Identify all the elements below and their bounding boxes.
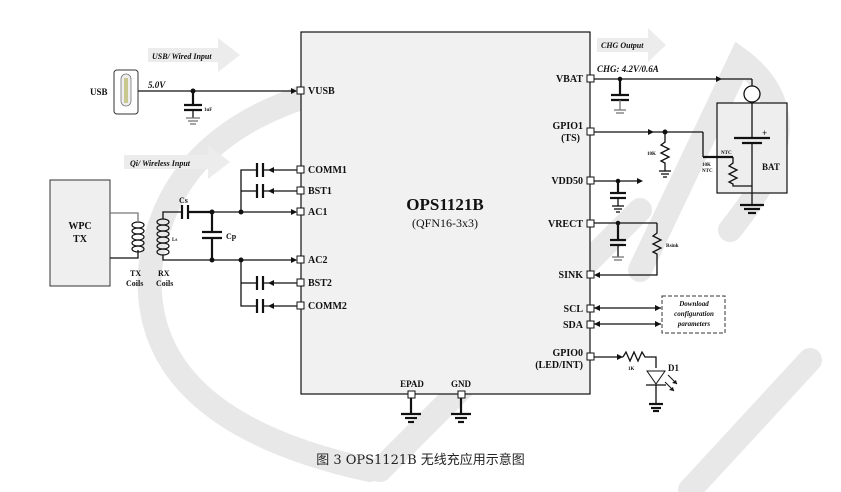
ntc-resistor-icon (727, 157, 752, 187)
pin-sda: SDA (563, 320, 584, 331)
wireless-input-label: Qi/ Wireless Input (130, 159, 191, 168)
led-label: D1 (668, 363, 679, 373)
tx-label: TX (73, 234, 88, 245)
ntc-value-label-2: NTC (702, 169, 713, 174)
ls-label: Ls (172, 238, 177, 243)
ntc-label: NTC (721, 151, 732, 156)
pin-comm2: COMM2 (308, 301, 347, 312)
usb-input-label: USB/ Wired Input (152, 52, 212, 61)
wpc-tx-block (49, 179, 111, 287)
usb-connector-label: USB (90, 87, 108, 97)
led-diode-icon (646, 370, 678, 404)
rx-coil-icon (156, 218, 170, 256)
rx-coils-label: RX (158, 269, 170, 278)
pin-sink: SINK (559, 270, 584, 281)
pin-ac2: AC2 (308, 255, 327, 266)
chip-body (300, 31, 591, 395)
download-config-box (661, 295, 726, 334)
pin-ac1: AC1 (308, 207, 327, 218)
rsink-resistor-icon (598, 223, 663, 276)
usb-cap-label: 1uF (204, 108, 212, 113)
battery-label: BAT (762, 162, 780, 172)
ts-resistor-label: 10K (647, 152, 656, 157)
pin-vusb: VUSB (308, 86, 335, 97)
pin-bst1: BST1 (308, 186, 332, 197)
usb-type-c-connector-icon (113, 69, 139, 115)
tx-coil-icon (131, 221, 145, 253)
led-resistor-icon (622, 350, 657, 368)
chg-output-arrow (597, 28, 666, 62)
chg-output-label: CHG Output (601, 41, 644, 50)
pin-vbat: VBAT (556, 74, 583, 85)
pin-epad: EPAD (400, 379, 424, 389)
rsink-label: Rsink (666, 244, 679, 249)
battery-plus-label: + (762, 128, 767, 138)
pin-scl: SCL (564, 304, 584, 315)
pin-vdd50: VDD50 (551, 176, 583, 187)
cp-label: Cp (226, 232, 237, 241)
tx-coils-label-2: Coils (126, 279, 143, 288)
charge-spec-label: CHG: 4.2V/0.6A (597, 64, 659, 74)
configuration-label: configuration (674, 310, 714, 318)
ts-resistor-icon (659, 132, 671, 171)
usb-input-arrow (148, 38, 240, 72)
battery-terminal-icon (743, 85, 761, 103)
pin-gpio0-led-int: (LED/INT) (535, 360, 583, 371)
pin-gpio0: GPIO0 (552, 348, 583, 359)
ntc-value-label: 10K (702, 163, 711, 168)
rx-coils-label-2: Coils (156, 279, 173, 288)
pin-gnd: GND (451, 379, 472, 389)
usb-voltage-label: 5.0V (148, 80, 166, 90)
pin-gpio1: GPIO1 (552, 121, 583, 132)
parameters-label: parameters (677, 320, 711, 328)
tx-coils-label: TX (130, 269, 141, 278)
left-pins (296, 86, 305, 310)
cs-label: Cs (179, 196, 188, 205)
wpc-label: WPC (68, 221, 91, 232)
wireless-input-arrow (124, 145, 230, 179)
led-resistor-label: 1K (628, 367, 635, 372)
pin-comm1: COMM1 (308, 165, 347, 176)
pin-vrect: VRECT (548, 219, 583, 230)
download-label: Download (678, 300, 709, 308)
chip-package: (QFN16-3x3) (412, 216, 478, 230)
pin-bst2: BST2 (308, 278, 332, 289)
figure-caption: 图 3 OPS1121B 无线充应用示意图 (316, 453, 525, 468)
chip-name: OPS1121B (406, 195, 483, 214)
pin-gpio1-ts: (TS) (561, 133, 580, 144)
